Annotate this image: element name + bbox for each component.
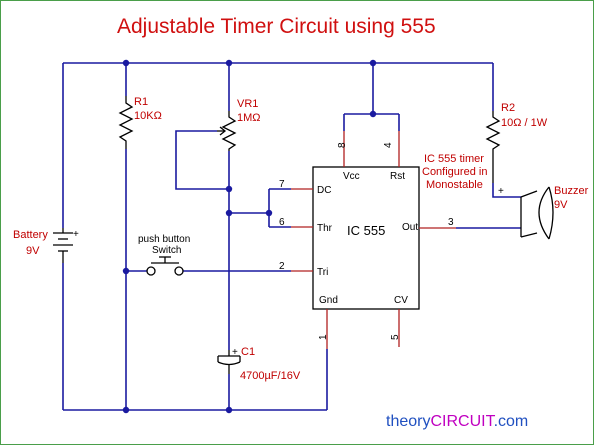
brand-part2: CIRCUIT: [430, 413, 495, 430]
c1-ref: C1: [241, 346, 255, 358]
brand-part3: .com: [494, 413, 529, 430]
buzzer-label: Buzzer: [554, 185, 589, 197]
ic-555-body: [312, 166, 420, 310]
battery-label: Battery: [13, 229, 48, 241]
pin-gnd-number: 1: [318, 334, 329, 340]
r1-ref: R1: [134, 96, 148, 108]
c1-plus: +: [232, 347, 238, 358]
resistor-r2: [485, 111, 501, 183]
brand-part1: theory: [386, 413, 430, 430]
pin-out-label: Out: [402, 222, 418, 233]
push-button-switch: [146, 256, 184, 276]
buzzer-value: 9V: [554, 199, 568, 211]
ic-note-line3: Monostable: [426, 179, 483, 191]
battery-value: 9V: [26, 245, 40, 257]
switch-label-line2: Switch: [152, 245, 181, 256]
vr1-value: 1MΩ: [237, 112, 261, 124]
r2-ref: R2: [501, 102, 515, 114]
pin-cv-number: 5: [390, 334, 401, 340]
pin-vcc-label: Vcc: [343, 171, 360, 182]
pin-dc-label: DC: [317, 185, 331, 196]
svg-text:theoryCIRCUIT.com: theoryCIRCUIT.com: [386, 413, 528, 430]
pin-dc-number: 7: [279, 179, 285, 190]
c1-value: 4700µF/16V: [240, 370, 301, 382]
pin-thr-label: Thr: [317, 223, 333, 234]
ic-pin-leads: [291, 131, 456, 349]
capacitor-c1: [217, 350, 241, 374]
battery-plus: +: [73, 229, 79, 240]
pin-thr-number: 6: [279, 217, 285, 228]
pin-rst-label: Rst: [390, 171, 405, 182]
pin-out-number: 3: [448, 217, 454, 228]
vr1-ref: VR1: [237, 98, 258, 110]
potentiometer-vr1: [217, 111, 237, 151]
ic-note-line1: IC 555 timer: [424, 153, 484, 165]
buzzer-symbol: [520, 186, 554, 240]
diagram-title: Adjustable Timer Circuit using 555: [117, 15, 436, 38]
r2-value: 10Ω / 1W: [501, 117, 548, 129]
switch-label-line1: push button: [138, 234, 190, 245]
junction-dots: [122, 59, 377, 414]
pin-rst-number: 4: [383, 142, 394, 148]
buzzer-plus: +: [498, 186, 504, 197]
battery-symbol: [53, 228, 73, 263]
pin-vcc-number: 8: [337, 142, 348, 148]
pin-cv-label: CV: [394, 295, 408, 306]
ic-note-line2: Configured in: [422, 166, 487, 178]
r1-value: 10KΩ: [134, 110, 162, 122]
pin-gnd-label: Gnd: [319, 295, 338, 306]
brand-logo: theoryCIRCUIT.com: [386, 413, 528, 430]
pin-tri-label: Tri: [317, 267, 328, 278]
resistor-r1: [118, 96, 134, 149]
ic-name: IC 555: [347, 223, 385, 238]
wires: [62, 62, 521, 411]
pin-tri-number: 2: [279, 261, 285, 272]
